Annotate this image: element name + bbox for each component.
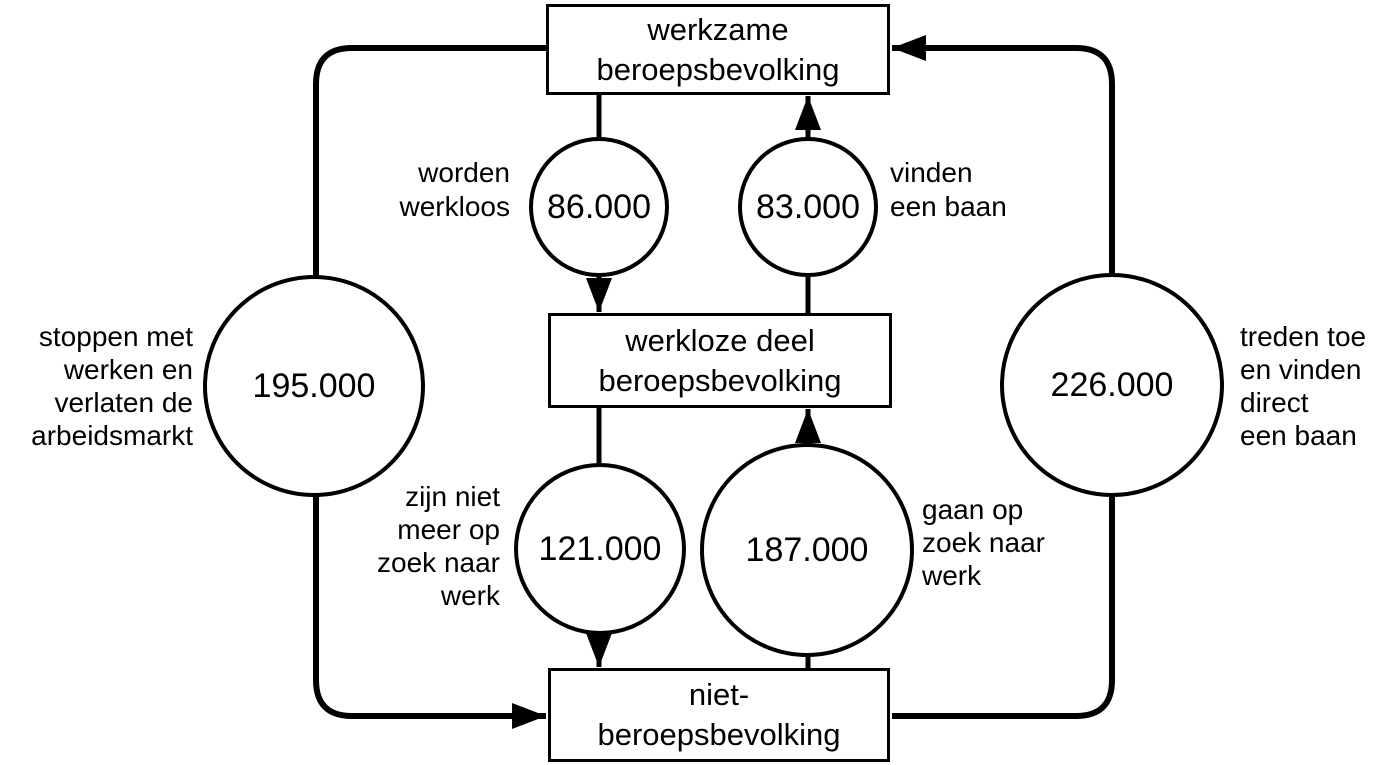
- flow-circle-vinden-baan: 83.000: [738, 137, 878, 277]
- flow-label-niet-meer-op-zoek: zijn niet meer op zoek naar werk: [377, 481, 500, 611]
- flow-circle-stoppen-met-werken: 195.000: [203, 275, 425, 497]
- flow-label-treden-toe: treden toe en vinden direct een baan: [1240, 321, 1367, 451]
- flow-circle-niet-meer-op-zoek: 121.000: [514, 463, 686, 635]
- node-niet-beroepsbevolking: niet- beroepsbevolking: [548, 668, 890, 762]
- flow-label-worden-werkloos: worden werkloos: [399, 157, 510, 222]
- flow-circle-gaan-op-zoek: 187.000: [700, 443, 914, 657]
- flow-circle-treden-toe: 226.000: [1000, 273, 1224, 497]
- flow-label-stoppen-met-werken: stoppen met werken en verlaten de arbeid…: [31, 321, 193, 451]
- node-werkzame-beroepsbevolking: werkzame beroepsbevolking: [546, 4, 890, 95]
- flow-label-vinden-baan: vinden een baan: [890, 157, 1007, 222]
- flow-circle-worden-werkloos: 86.000: [529, 137, 669, 277]
- node-werkloze-deel-beroepsbevolking: werkloze deel beroepsbevolking: [548, 313, 892, 408]
- flow-label-gaan-op-zoek: gaan op zoek naar werk: [922, 494, 1045, 591]
